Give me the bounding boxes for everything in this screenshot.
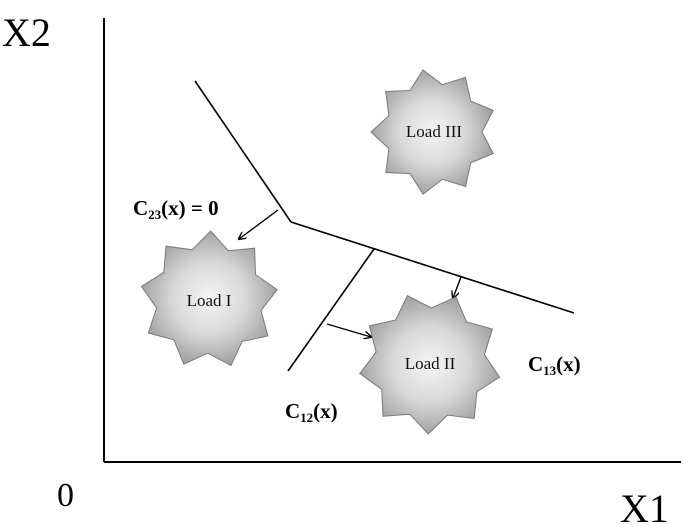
arrow-toward-load-2-horizontal: [326, 323, 371, 337]
load-1-label: Load I: [187, 291, 232, 310]
load-1-shape: [140, 230, 278, 367]
boundary-c23-label: C23(x) = 0: [133, 196, 219, 222]
y-axis-label: X2: [2, 10, 51, 55]
arrow-toward-load-2-vertical: [453, 276, 462, 298]
arrow-toward-load-1: [239, 209, 279, 239]
load-3-shape: [370, 69, 494, 195]
load-2-blob: Load II: [359, 295, 501, 435]
boundary-c12-line: [287, 248, 375, 372]
origin-label: 0: [57, 477, 74, 514]
boundary-c12-label: C12(x): [285, 399, 338, 425]
boundary-c23-line: [194, 80, 292, 223]
boundary-c13-line: [290, 221, 575, 314]
load-2-label: Load II: [405, 354, 456, 373]
x-axis-label: X1: [620, 486, 669, 525]
load-3-label: Load III: [406, 122, 463, 141]
load-2-shape: [359, 295, 501, 435]
load-3-blob: Load III: [370, 69, 494, 195]
load-1-blob: Load I: [140, 230, 278, 367]
boundary-c13-label: C13(x): [528, 352, 581, 378]
